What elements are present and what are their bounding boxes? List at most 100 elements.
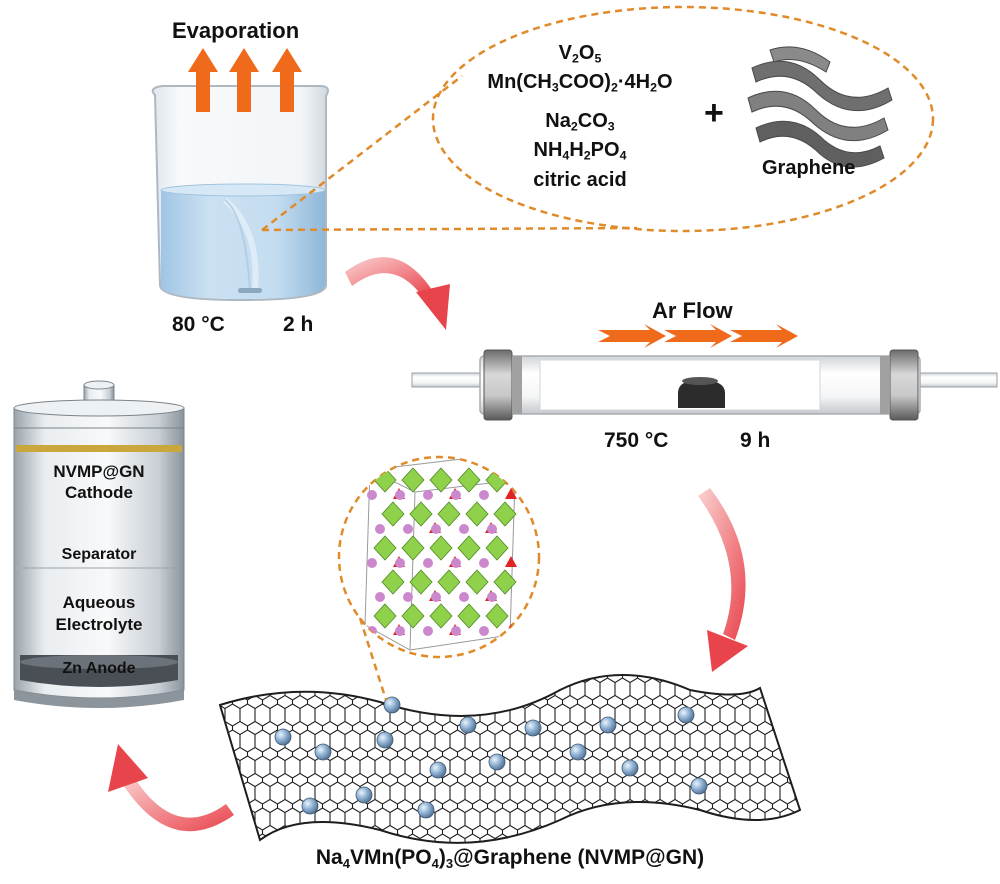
sodium-atom — [367, 490, 377, 500]
furnace-duration-label: 9 h — [740, 429, 771, 452]
precursor-callout-outline — [261, 5, 935, 233]
beaker — [151, 85, 329, 302]
sodium-atom — [487, 592, 497, 602]
sodium-atom — [479, 490, 489, 500]
battery-electrolyte-line1: Aqueous — [62, 593, 136, 612]
crystal-lattice — [367, 467, 517, 636]
sodium-atom — [403, 592, 413, 602]
sodium-atom — [395, 558, 405, 568]
sodium-atom — [375, 524, 385, 534]
sodium-atom — [451, 626, 461, 636]
nanoparticle — [355, 786, 373, 804]
sodium-atom — [487, 524, 497, 534]
crystal-structure-callout — [337, 455, 541, 701]
octahedron — [465, 501, 489, 527]
sodium-atom — [459, 592, 469, 602]
octahedron — [381, 501, 405, 527]
battery-separator: Separator — [61, 546, 137, 563]
curved-arrow-furnace-to-product — [698, 488, 748, 672]
nanoparticle — [429, 761, 447, 779]
graphene-label: Graphene — [762, 157, 856, 179]
nanoparticle — [677, 706, 695, 724]
sodium-atom — [395, 626, 405, 636]
sodium-atom — [423, 558, 433, 568]
furnace-temperature-label: 750 °C — [604, 429, 669, 452]
sodium-atom — [395, 490, 405, 500]
nanoparticle — [459, 716, 477, 734]
nanoparticle — [569, 743, 587, 761]
nanoparticle — [524, 719, 542, 737]
battery-electrolyte-line2: Electrolyte — [55, 615, 143, 634]
nanoparticle — [488, 753, 506, 771]
octahedron — [493, 569, 517, 595]
beaker-duration-label: 2 h — [283, 313, 314, 336]
precursor-nh4h2po4: NH4H2PO4 — [533, 139, 627, 163]
octahedron — [493, 501, 517, 527]
nanoparticle — [376, 731, 394, 749]
battery-cathode-line1: NVMP@GN — [53, 462, 145, 481]
sodium-atom — [479, 558, 489, 568]
product-name: Na4VMn(PO4)3@Graphene (NVMP@GN) — [315, 846, 705, 871]
precursor-citric-acid: citric acid — [533, 169, 627, 191]
nanoparticle — [274, 728, 292, 746]
precursor-na2co3: Na2CO3 — [545, 110, 615, 134]
graphene-sheet — [218, 674, 802, 844]
plus-sign: + — [704, 94, 724, 132]
nanoparticle — [417, 801, 435, 819]
octahedron — [457, 603, 481, 629]
sodium-atom — [479, 626, 489, 636]
octahedron — [401, 603, 425, 629]
octahedron — [429, 535, 453, 561]
octahedron — [381, 569, 405, 595]
precursor-manganese-acetate: Mn(CH3COO)2·4H2O — [487, 71, 673, 95]
sodium-atom — [431, 524, 441, 534]
nanoparticle-layer — [274, 696, 708, 819]
tube-furnace — [411, 349, 998, 421]
tetrahedron — [505, 556, 517, 567]
octahedron — [457, 535, 481, 561]
battery-cathode-line2: Cathode — [65, 483, 133, 502]
precursor-v2o5: V2O5 — [558, 42, 602, 66]
nanoparticle — [599, 716, 617, 734]
evaporation-arrows — [188, 48, 302, 112]
sodium-atom — [367, 626, 377, 636]
graphene-sheets-icon — [747, 46, 893, 168]
octahedron — [409, 501, 433, 527]
octahedron — [373, 535, 397, 561]
octahedron — [401, 467, 425, 493]
sodium-atom — [431, 592, 441, 602]
octahedron — [409, 569, 433, 595]
nanoparticle — [621, 759, 639, 777]
curved-arrow-beaker-to-furnace — [345, 257, 450, 330]
octahedron — [465, 569, 489, 595]
sodium-atom — [451, 558, 461, 568]
evaporation-label: Evaporation — [172, 18, 300, 43]
ar-flow-arrows — [598, 324, 798, 348]
sodium-atom — [423, 490, 433, 500]
sodium-atom — [403, 524, 413, 534]
sodium-atom — [423, 626, 433, 636]
octahedron — [373, 603, 397, 629]
octahedron — [401, 535, 425, 561]
sodium-atom — [459, 524, 469, 534]
ar-flow-label: Ar Flow — [652, 298, 733, 323]
octahedron — [457, 467, 481, 493]
octahedron — [437, 501, 461, 527]
octahedron — [429, 467, 453, 493]
zinc-battery — [13, 380, 185, 708]
nanoparticle — [383, 696, 401, 714]
octahedron — [429, 603, 453, 629]
octahedron — [485, 535, 509, 561]
curved-arrow-product-to-battery — [108, 744, 234, 832]
sodium-atom — [451, 490, 461, 500]
octahedron — [437, 569, 461, 595]
octahedron — [485, 603, 509, 629]
sodium-atom — [367, 558, 377, 568]
nanoparticle — [301, 797, 319, 815]
tetrahedron — [505, 488, 517, 499]
nanoparticle — [690, 777, 708, 795]
nanoparticle — [314, 743, 332, 761]
beaker-temperature-label: 80 °C — [172, 313, 225, 336]
sodium-atom — [375, 592, 385, 602]
